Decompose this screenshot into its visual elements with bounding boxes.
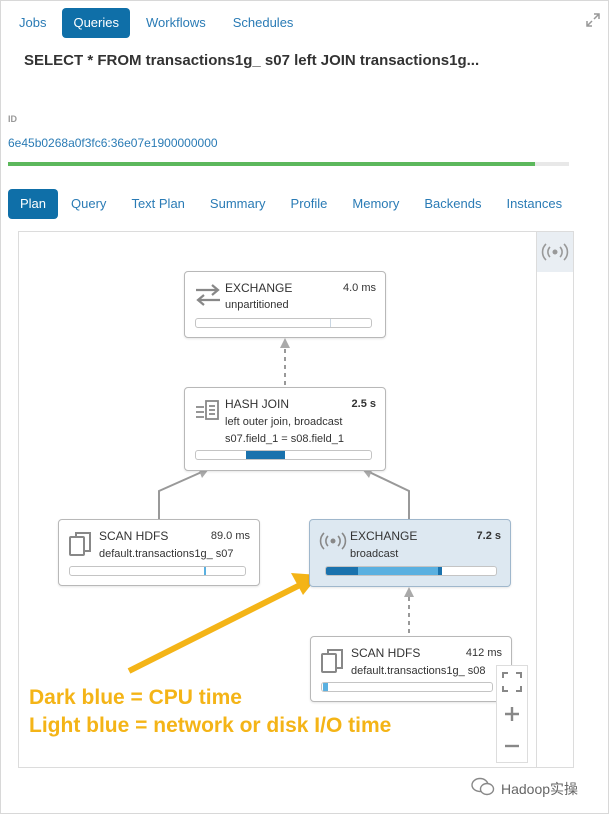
copy-icon — [68, 530, 96, 558]
expand-icon[interactable] — [586, 13, 600, 27]
zoom-controls — [496, 665, 528, 763]
node-detail: unpartitioned — [225, 299, 289, 311]
node-time: 4.0 ms — [342, 282, 376, 294]
tab-schedules[interactable]: Schedules — [232, 15, 294, 30]
node-detail: default.transactions1g_ s08 — [351, 665, 486, 677]
watermark-text: Hadoop实操 — [501, 780, 579, 797]
node-detail: broadcast — [350, 548, 399, 560]
tab-queries[interactable]: Queries — [62, 8, 130, 38]
exchange-node-broadcast[interactable]: EXCHANGE 7.2 s broadcast — [309, 519, 511, 587]
node-detail-2: s07.field_1 = s08.field_1 — [225, 433, 344, 445]
tab-workflows[interactable]: Workflows — [146, 15, 206, 30]
scan-hdfs-node-right[interactable]: SCAN HDFS 412 ms default.transactions1g_… — [310, 636, 512, 702]
node-time: 89.0 ms — [210, 530, 250, 542]
node-detail: left outer join, broadcast — [225, 416, 343, 428]
join-icon — [194, 398, 222, 426]
node-name: SCAN HDFS — [351, 646, 421, 660]
tab-profile[interactable]: Profile — [290, 196, 328, 211]
watermark: Hadoop实操 — [471, 777, 578, 800]
query-title: SELECT * FROM transactions1g_ s07 left J… — [24, 52, 480, 69]
node-name: EXCHANGE — [350, 529, 418, 543]
node-name: EXCHANGE — [225, 281, 293, 295]
time-bar — [325, 566, 497, 576]
io-segment — [204, 567, 206, 575]
hash-join-node[interactable]: HASH JOIN 2.5 s left outer join, broadca… — [184, 387, 386, 471]
broadcast-icon[interactable] — [537, 232, 573, 272]
cpu-segment — [330, 319, 331, 327]
annotation-io: Light blue = network or disk I/O time — [29, 714, 392, 737]
wechat-icon — [471, 777, 495, 800]
query-progress-bar — [8, 162, 569, 166]
tab-memory[interactable]: Memory — [352, 196, 400, 211]
node-time: 2.5 s — [351, 398, 376, 410]
tab-summary[interactable]: Summary — [209, 196, 266, 211]
node-time: 412 ms — [465, 647, 502, 659]
exchange-arrows-icon — [194, 282, 222, 310]
node-time: 7.2 s — [476, 530, 501, 542]
scan-hdfs-node-left[interactable]: SCAN HDFS 89.0 ms default.transactions1g… — [58, 519, 260, 586]
zoom-out-icon[interactable] — [497, 730, 527, 762]
node-name: SCAN HDFS — [99, 529, 169, 543]
broadcast-icon — [319, 530, 347, 558]
time-bar — [69, 566, 246, 576]
tab-query[interactable]: Query — [71, 196, 107, 211]
tab-text-plan[interactable]: Text Plan — [131, 196, 185, 211]
io-segment — [358, 567, 438, 575]
cpu-segment — [326, 567, 358, 575]
fit-to-screen-icon[interactable] — [497, 666, 527, 698]
io-segment — [323, 683, 328, 691]
annotation-cpu: Dark blue = CPU time — [29, 686, 242, 709]
id-label: ID — [8, 114, 17, 124]
cpu-segment — [246, 451, 285, 459]
top-tabs: Jobs Queries Workflows Schedules — [8, 8, 309, 38]
copy-icon — [320, 647, 348, 675]
sub-tabs: Plan Query Text Plan Summary Profile Mem… — [8, 189, 575, 219]
exchange-node-top[interactable]: EXCHANGE 4.0 ms unpartitioned — [184, 271, 386, 338]
cpu-segment-2 — [438, 567, 442, 575]
node-detail: default.transactions1g_ s07 — [99, 548, 234, 560]
time-bar — [195, 318, 372, 328]
detail-side-panel — [536, 232, 573, 767]
progress-fill — [8, 162, 536, 166]
time-bar — [321, 682, 493, 692]
node-name: HASH JOIN — [225, 397, 290, 411]
zoom-in-icon[interactable] — [497, 698, 527, 730]
query-id[interactable]: 6e45b0268a0f3fc6:36e07e1900000000 — [8, 136, 218, 150]
time-bar — [195, 450, 372, 460]
tab-backends[interactable]: Backends — [424, 196, 482, 211]
tab-jobs[interactable]: Jobs — [19, 15, 47, 30]
tab-instances[interactable]: Instances — [506, 196, 563, 211]
tab-plan[interactable]: Plan — [8, 189, 59, 219]
